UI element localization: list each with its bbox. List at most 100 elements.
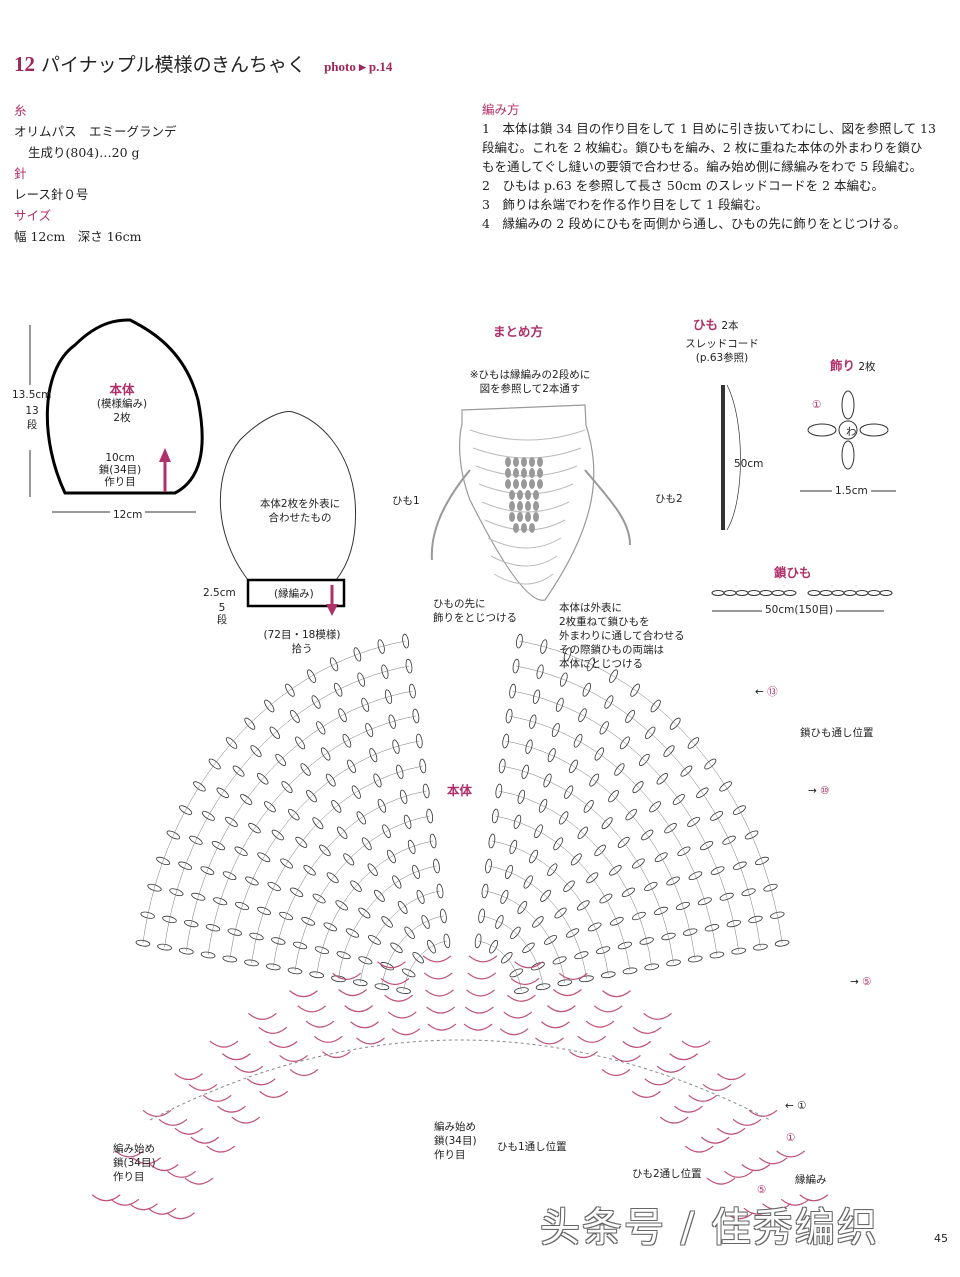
border-scallop [577,1035,607,1043]
stitch-cluster [774,939,790,947]
border-row-1: ① [786,1132,796,1144]
chart-title: 本体 [447,783,473,798]
pineapple-stitch [529,468,535,478]
border-scallop [467,972,497,980]
needle-size: レース針０号 [14,187,89,202]
stitch-cluster [731,947,747,955]
pineapple-stitch [509,512,515,522]
border-scallop [166,1212,196,1220]
border-scallop [681,1040,711,1048]
chain-row [481,915,544,987]
border-scallop [391,1028,421,1036]
border-scallop [289,990,318,998]
pineapple-stitch [517,490,523,500]
chain-row [186,690,413,952]
pineapple-stitch [505,457,511,467]
cord-type: スレッドコード(p.63参照) [672,337,772,365]
needle-heading: 針 [14,166,27,181]
body-schematic-labels: 本体 (模様編み) 2枚 [92,383,152,425]
border-scallop [541,1021,570,1029]
instruction-line: 2 ひもは p.63 を参照して長さ 50cm のスレッドコードを 2 本編む。 [482,178,885,193]
border-scallop [468,955,498,963]
chain-link [819,590,833,596]
pineapple-stitch [521,523,527,533]
start-mid-label: 編み始め鎖(34目)作り目 [434,1120,477,1162]
body-outline [45,318,204,495]
border-scallop [724,1212,754,1220]
cord-title: ひも 2本 [693,318,739,333]
border-scallop [384,994,414,1002]
border-scallop [558,972,588,980]
body-join-line: 本体にとじつける [559,658,643,670]
border-scallop [174,1127,204,1135]
border-scallop [535,1037,564,1045]
chain-link [783,590,797,596]
border-scallop [758,1157,788,1165]
bag-row [487,537,562,549]
instruction-line: もを通してぐし縫いの要領で合わせる。編み始め側に縁編みをわで 5 段編む。 [482,159,923,174]
border-scallop [506,994,536,1002]
chain-row [359,890,441,983]
border-scallop [510,977,540,986]
border-scallop [463,1023,493,1031]
stitch-cluster [687,955,703,963]
bag-row [481,501,570,513]
border-scallop [716,1073,746,1081]
chain-link [831,590,845,596]
border-scallop [338,989,368,997]
cord1 [430,469,471,561]
chain-cord-length: 50cm(150目) [762,603,837,617]
border-row-5: ⑤ [757,1184,767,1196]
chain-link [747,590,761,596]
border-scallop [684,1145,714,1153]
pineapple-stitch [517,512,523,522]
chain-link [723,590,737,596]
chain-row [505,740,696,960]
rows-label: 13段 [25,405,39,431]
stitch-cluster [374,983,390,991]
ornament-width: 1.5cm [832,484,871,498]
chain-link [735,590,749,596]
border-scallop [289,1068,319,1077]
base-chain: 鎖(34目) [98,464,142,476]
pineapple-stitch [521,479,527,489]
border-scallop [91,1194,121,1202]
bag-row [475,465,578,477]
border-scallop [129,1203,158,1211]
pineapple-stitch [533,490,539,500]
arrow-left-icon: ← [755,686,764,698]
chain-row [509,715,718,956]
stitch-cluster [622,967,638,975]
border-scallop [622,1040,652,1048]
instruction-line: 4 縁編みの 2 段めにひもを両側から通し、ひもの先に飾りをとじつける。 [482,216,906,231]
border-scallop [422,955,452,963]
row-number: ① [797,1100,807,1112]
stitch-cluster [481,883,489,899]
instruction-line: 段編む。これを 2 枚編む。鎖ひもを編み、2 枚に重ねた本体の外まわりを鎖ひ [482,140,923,155]
border-scallop [356,1037,385,1045]
ornament-petal [841,440,855,470]
pineapple-stitch [513,479,519,489]
pineapple-stitch [529,479,535,489]
ornament-ring-circle [838,420,858,440]
body-count: 2枚 [113,412,131,424]
chain-row [381,915,444,987]
stitch-cluster [287,967,303,975]
stitch-cluster [222,955,238,963]
pineapple-stitch [517,501,523,511]
joined-label: 本体2枚を外表に合わせたもの [245,497,355,525]
border-scallop [297,1005,327,1013]
finished-size: 幅 12cm 深さ 16cm [14,229,142,244]
chain-link [771,590,785,596]
chain-link [711,590,725,596]
cord2-label: ひも2 [655,493,683,505]
pineapple-stitch [513,523,519,533]
chain-row [495,815,631,971]
row-marker-10: → ⑩ [808,784,830,798]
ornament-title: 飾り 2枚 [830,359,876,374]
ornament-row: ① [812,399,822,411]
cord2-position-label: ひも2通し位置 [632,1168,702,1180]
joined-label-line: 合わせたもの [268,512,332,524]
border-scallop [514,961,543,969]
